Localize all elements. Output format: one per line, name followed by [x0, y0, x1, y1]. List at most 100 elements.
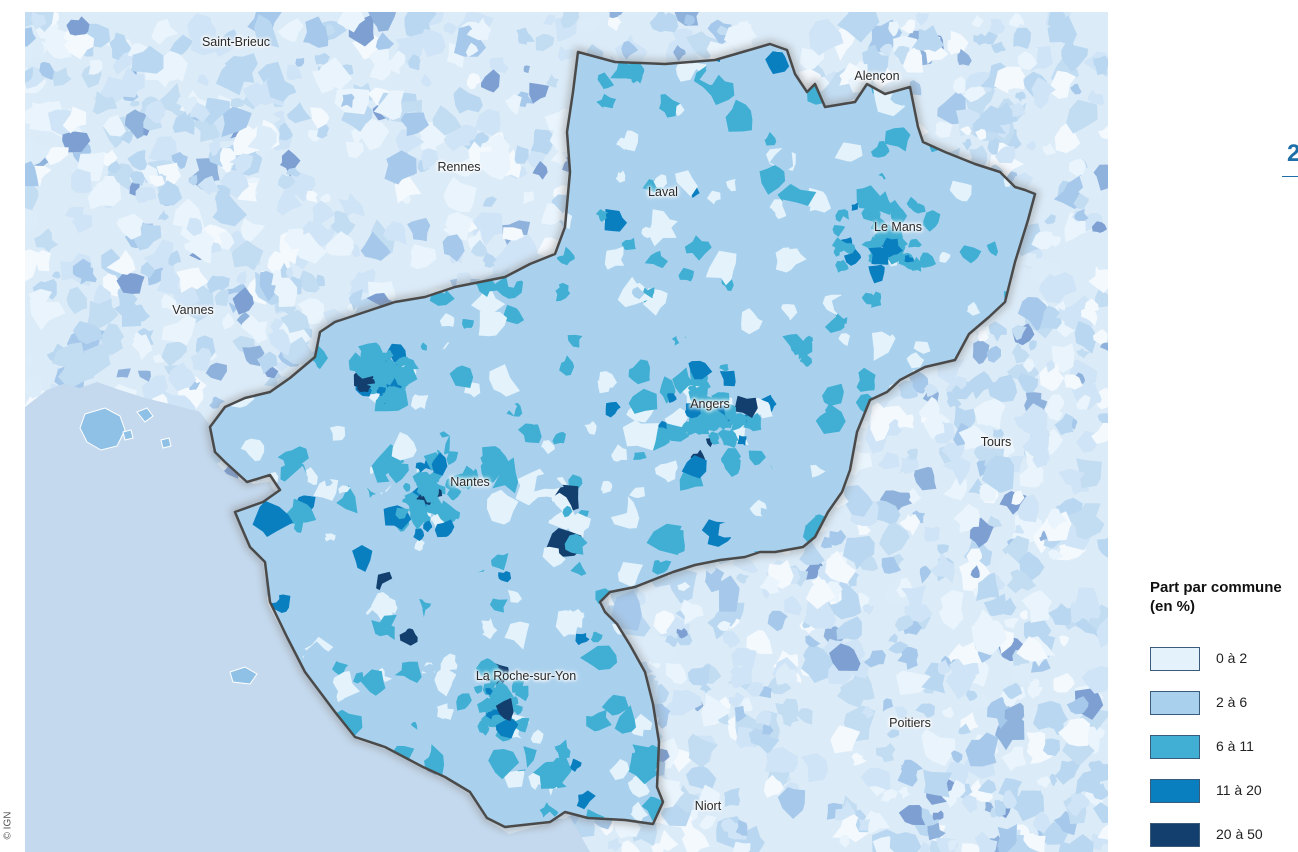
commune-outer — [1093, 328, 1108, 345]
commune-outer — [454, 25, 487, 57]
commune-outer — [279, 336, 314, 365]
commune-outer — [1098, 125, 1108, 140]
commune-outer — [870, 408, 890, 442]
commune-region — [542, 746, 557, 762]
commune-outer — [1001, 746, 1027, 772]
commune-region — [533, 397, 552, 417]
commune-outer — [116, 213, 144, 240]
commune-region — [359, 408, 374, 421]
commune-region — [799, 354, 813, 367]
commune-outer — [286, 167, 301, 177]
commune-region — [333, 519, 348, 533]
commune-region — [939, 252, 951, 263]
commune-region — [580, 156, 599, 175]
commune-outer — [1027, 682, 1044, 700]
commune-outer — [734, 705, 747, 723]
commune-outer — [156, 268, 182, 296]
commune-outer — [1081, 666, 1108, 694]
commune-region — [786, 497, 816, 528]
commune-outer — [889, 832, 922, 852]
commune-outer — [1002, 789, 1018, 809]
edge-number: 2 — [1287, 140, 1298, 167]
commune-region — [338, 485, 351, 494]
commune-outer — [951, 376, 967, 390]
commune-region — [705, 60, 719, 74]
commune-region — [569, 636, 593, 658]
commune-region — [547, 786, 579, 819]
commune-region — [720, 183, 748, 206]
commune-outer — [684, 14, 695, 26]
commune-region — [402, 497, 412, 506]
commune-region — [523, 565, 539, 579]
commune-region — [652, 559, 672, 575]
commune-region — [774, 436, 788, 450]
commune-region — [692, 93, 717, 119]
commune-region — [567, 334, 583, 348]
commune-outer — [921, 729, 956, 767]
commune-outer — [1039, 364, 1065, 392]
commune-outer — [966, 548, 982, 564]
commune-outer — [829, 643, 861, 671]
commune-outer — [1096, 616, 1108, 648]
commune-outer — [943, 606, 952, 617]
commune-outer — [316, 123, 330, 139]
commune-region — [605, 401, 621, 418]
commune-outer — [189, 102, 211, 123]
commune-outer — [25, 37, 45, 62]
commune-region — [824, 315, 845, 333]
commune-region — [329, 425, 346, 441]
commune-outer — [665, 662, 687, 685]
commune-region — [576, 122, 586, 133]
commune-region — [449, 365, 474, 388]
commune-outer — [557, 45, 574, 62]
commune-region — [627, 775, 651, 798]
commune-region — [298, 519, 327, 550]
commune-region — [619, 103, 650, 129]
commune-region — [458, 613, 485, 640]
commune-outer — [851, 752, 867, 766]
commune-outer — [162, 50, 188, 82]
commune-outer — [981, 31, 998, 45]
commune-outer — [746, 630, 773, 655]
commune-region — [240, 438, 265, 462]
commune-region — [748, 450, 766, 466]
commune-outer — [420, 28, 446, 58]
commune-outer — [129, 100, 140, 107]
commune-region — [877, 221, 888, 230]
commune-outer — [1064, 212, 1094, 243]
commune-region — [413, 580, 434, 600]
commune-region — [394, 661, 422, 683]
commune-region — [312, 478, 339, 501]
commune-region — [611, 358, 628, 370]
commune-outer — [266, 73, 297, 102]
commune-region — [868, 264, 885, 284]
commune-outer — [1094, 289, 1108, 308]
commune-region — [569, 216, 587, 235]
commune-outer — [214, 289, 229, 307]
commune-outer — [657, 12, 679, 33]
commune-outer — [277, 189, 303, 216]
commune-outer — [298, 270, 320, 293]
commune-outer — [25, 249, 40, 282]
commune-region — [551, 594, 572, 610]
commune-outer — [900, 759, 924, 776]
commune-outer — [443, 22, 457, 35]
commune-region — [280, 461, 307, 484]
commune-outer — [1055, 308, 1070, 323]
commune-outer — [667, 748, 693, 773]
commune-outer — [218, 230, 235, 250]
commune-outer — [529, 82, 549, 104]
commune-region — [716, 392, 730, 404]
commune-outer — [972, 105, 1010, 137]
commune-outer — [676, 628, 688, 639]
commune-region — [650, 501, 686, 533]
commune-outer — [860, 767, 891, 791]
commune-outer — [784, 595, 802, 616]
commune-outer — [970, 565, 980, 579]
commune-outer — [386, 150, 417, 184]
commune-outer — [183, 228, 215, 264]
commune-outer — [205, 362, 227, 381]
commune-outer — [1038, 272, 1077, 304]
commune-region — [881, 167, 904, 187]
commune-outer — [1081, 307, 1098, 327]
